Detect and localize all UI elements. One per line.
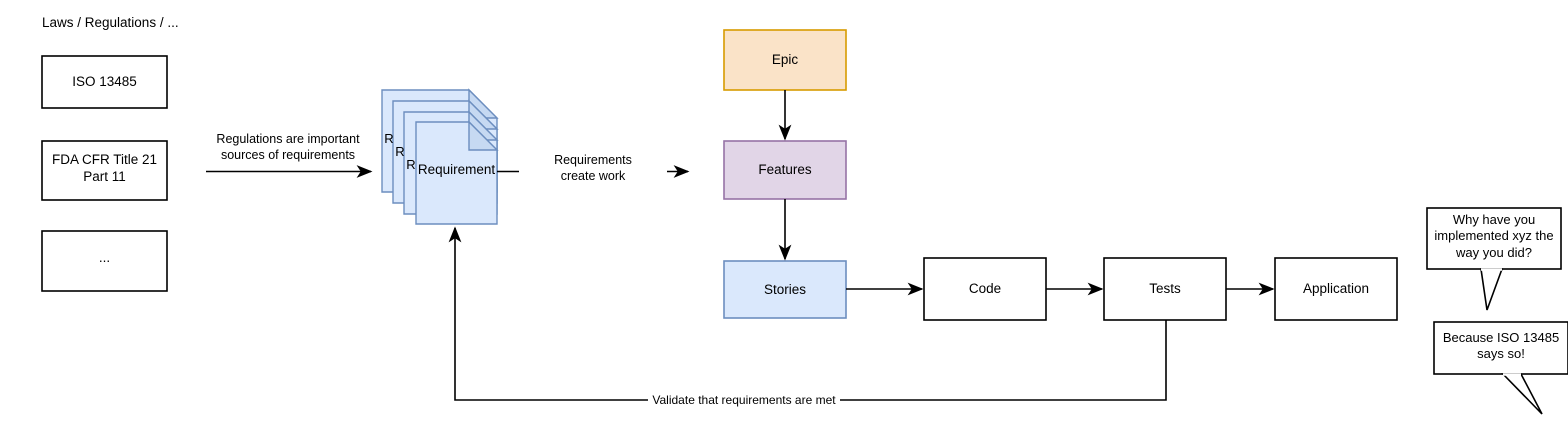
work-box-stories[interactable]: [723, 260, 847, 319]
pipeline-box-tests[interactable]: [1103, 257, 1227, 321]
source-box-ellipsis[interactable]: [41, 230, 168, 292]
work-box-epic[interactable]: [723, 29, 847, 91]
edge-validation-loop-left: [448, 226, 650, 401]
pipeline-box-code[interactable]: [923, 257, 1047, 321]
source-box-fda[interactable]: [41, 140, 168, 201]
edge-validation-loop-right: [834, 320, 1167, 401]
requirement-doc-front[interactable]: [415, 120, 499, 225]
work-box-features[interactable]: [723, 140, 847, 200]
speech-bubble-answer[interactable]: [1433, 321, 1568, 415]
speech-bubble-question[interactable]: [1426, 207, 1562, 311]
pipeline-box-application[interactable]: [1274, 257, 1398, 321]
source-box-iso[interactable]: [41, 55, 168, 109]
